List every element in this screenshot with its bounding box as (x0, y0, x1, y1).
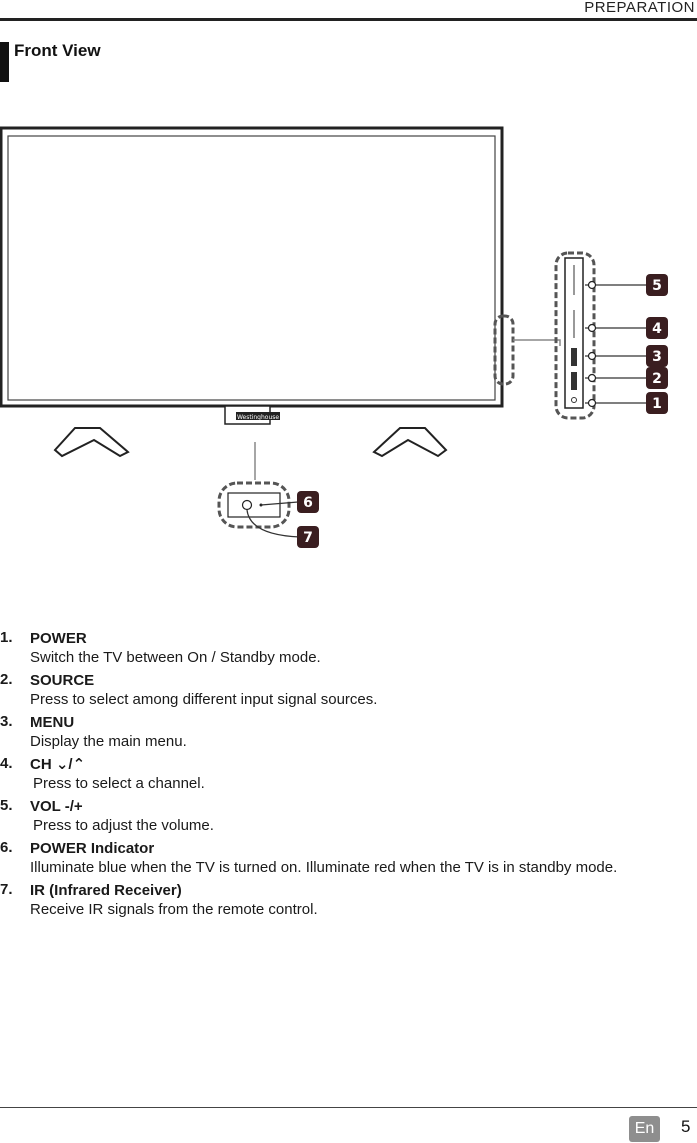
item-name: POWER (30, 630, 87, 647)
item-name: CH ⌄/⌃ (30, 756, 86, 773)
feature-item: 5. VOL -/+ Press to adjust the volume. (0, 797, 697, 835)
header-rule (0, 18, 697, 21)
item-number: 6. (0, 839, 13, 856)
language-badge: En (629, 1116, 660, 1142)
item-description: Switch the TV between On / Standby mode. (30, 649, 321, 666)
feature-item: 7. IR (Infrared Receiver) Receive IR sig… (0, 881, 697, 919)
section-bar (0, 42, 9, 82)
item-name-line: IR (Infrared Receiver) (30, 881, 697, 900)
callout-badge-6: 6 (297, 491, 319, 513)
page-number: 5 (681, 1117, 691, 1136)
button-strip-highlight (554, 251, 596, 420)
feature-list: 1. POWER Switch the TV between On / Stan… (0, 629, 697, 923)
side-buttons-highlight (493, 314, 515, 386)
tv-screen (7, 135, 496, 401)
svg-text:5: 5 (652, 278, 662, 294)
svg-text:7: 7 (303, 530, 313, 546)
feature-item: 1. POWER Switch the TV between On / Stan… (0, 629, 697, 667)
tv-brand-text: Westinghouse (237, 414, 279, 421)
item-description: Press to adjust the volume. (33, 817, 214, 834)
section-title: Front View (14, 41, 101, 60)
item-number: 5. (0, 797, 13, 814)
callout-badge-2: 2 (646, 367, 668, 389)
right-stand (372, 427, 448, 458)
callout-badge-1: 1 (646, 392, 668, 414)
item-note: (Infrared Receiver) (45, 882, 182, 899)
svg-text:3: 3 (652, 349, 662, 365)
callout-badge-3: 3 (646, 345, 668, 367)
callout-badge-7: 7 (297, 526, 319, 548)
feature-item: 2. SOURCE Press to select among differen… (0, 671, 697, 709)
footer-rule (0, 1107, 697, 1108)
item-description: Press to select a channel. (33, 775, 205, 792)
feature-item: 4. CH ⌄/⌃ Press to select a channel. (0, 755, 697, 793)
indicator-panel (227, 492, 281, 518)
tv-front-diagram: Westinghouse 5 4 3 2 1 (0, 126, 668, 548)
ir-receiver (241, 499, 253, 511)
item-name: VOL -/+ (30, 798, 83, 815)
header-label: PREPARATION (584, 0, 695, 16)
tv-brand-plate (236, 412, 280, 420)
svg-text:1: 1 (652, 396, 662, 412)
callout-badge-4: 4 (646, 317, 668, 339)
svg-text:4: 4 (652, 321, 662, 337)
side-connector-line (513, 339, 561, 346)
item-number: 4. (0, 755, 13, 772)
item-name: SOURCE (30, 672, 95, 689)
feature-item: 6. POWER Indicator Illuminate blue when … (0, 839, 697, 877)
item-description: Receive IR signals from the remote contr… (30, 901, 318, 918)
item-description: Illuminate blue when the TV is turned on… (30, 859, 618, 876)
indicator-highlight (217, 481, 291, 529)
feature-item: 3. MENU Display the main menu. (0, 713, 697, 751)
item-number: 7. (0, 881, 13, 898)
item-number: 2. (0, 671, 13, 688)
item-description: Press to select among different input si… (30, 691, 378, 708)
item-number: 3. (0, 713, 13, 730)
left-stand (53, 427, 130, 458)
item-name: IR (30, 882, 45, 899)
svg-text:2: 2 (652, 371, 662, 387)
item-name: MENU (30, 714, 75, 731)
item-number: 1. (0, 629, 13, 646)
item-description: Display the main menu. (30, 733, 187, 750)
callout-badge-5: 5 (646, 274, 668, 296)
svg-text:6: 6 (303, 495, 313, 511)
item-name: POWER Indicator (30, 840, 155, 857)
